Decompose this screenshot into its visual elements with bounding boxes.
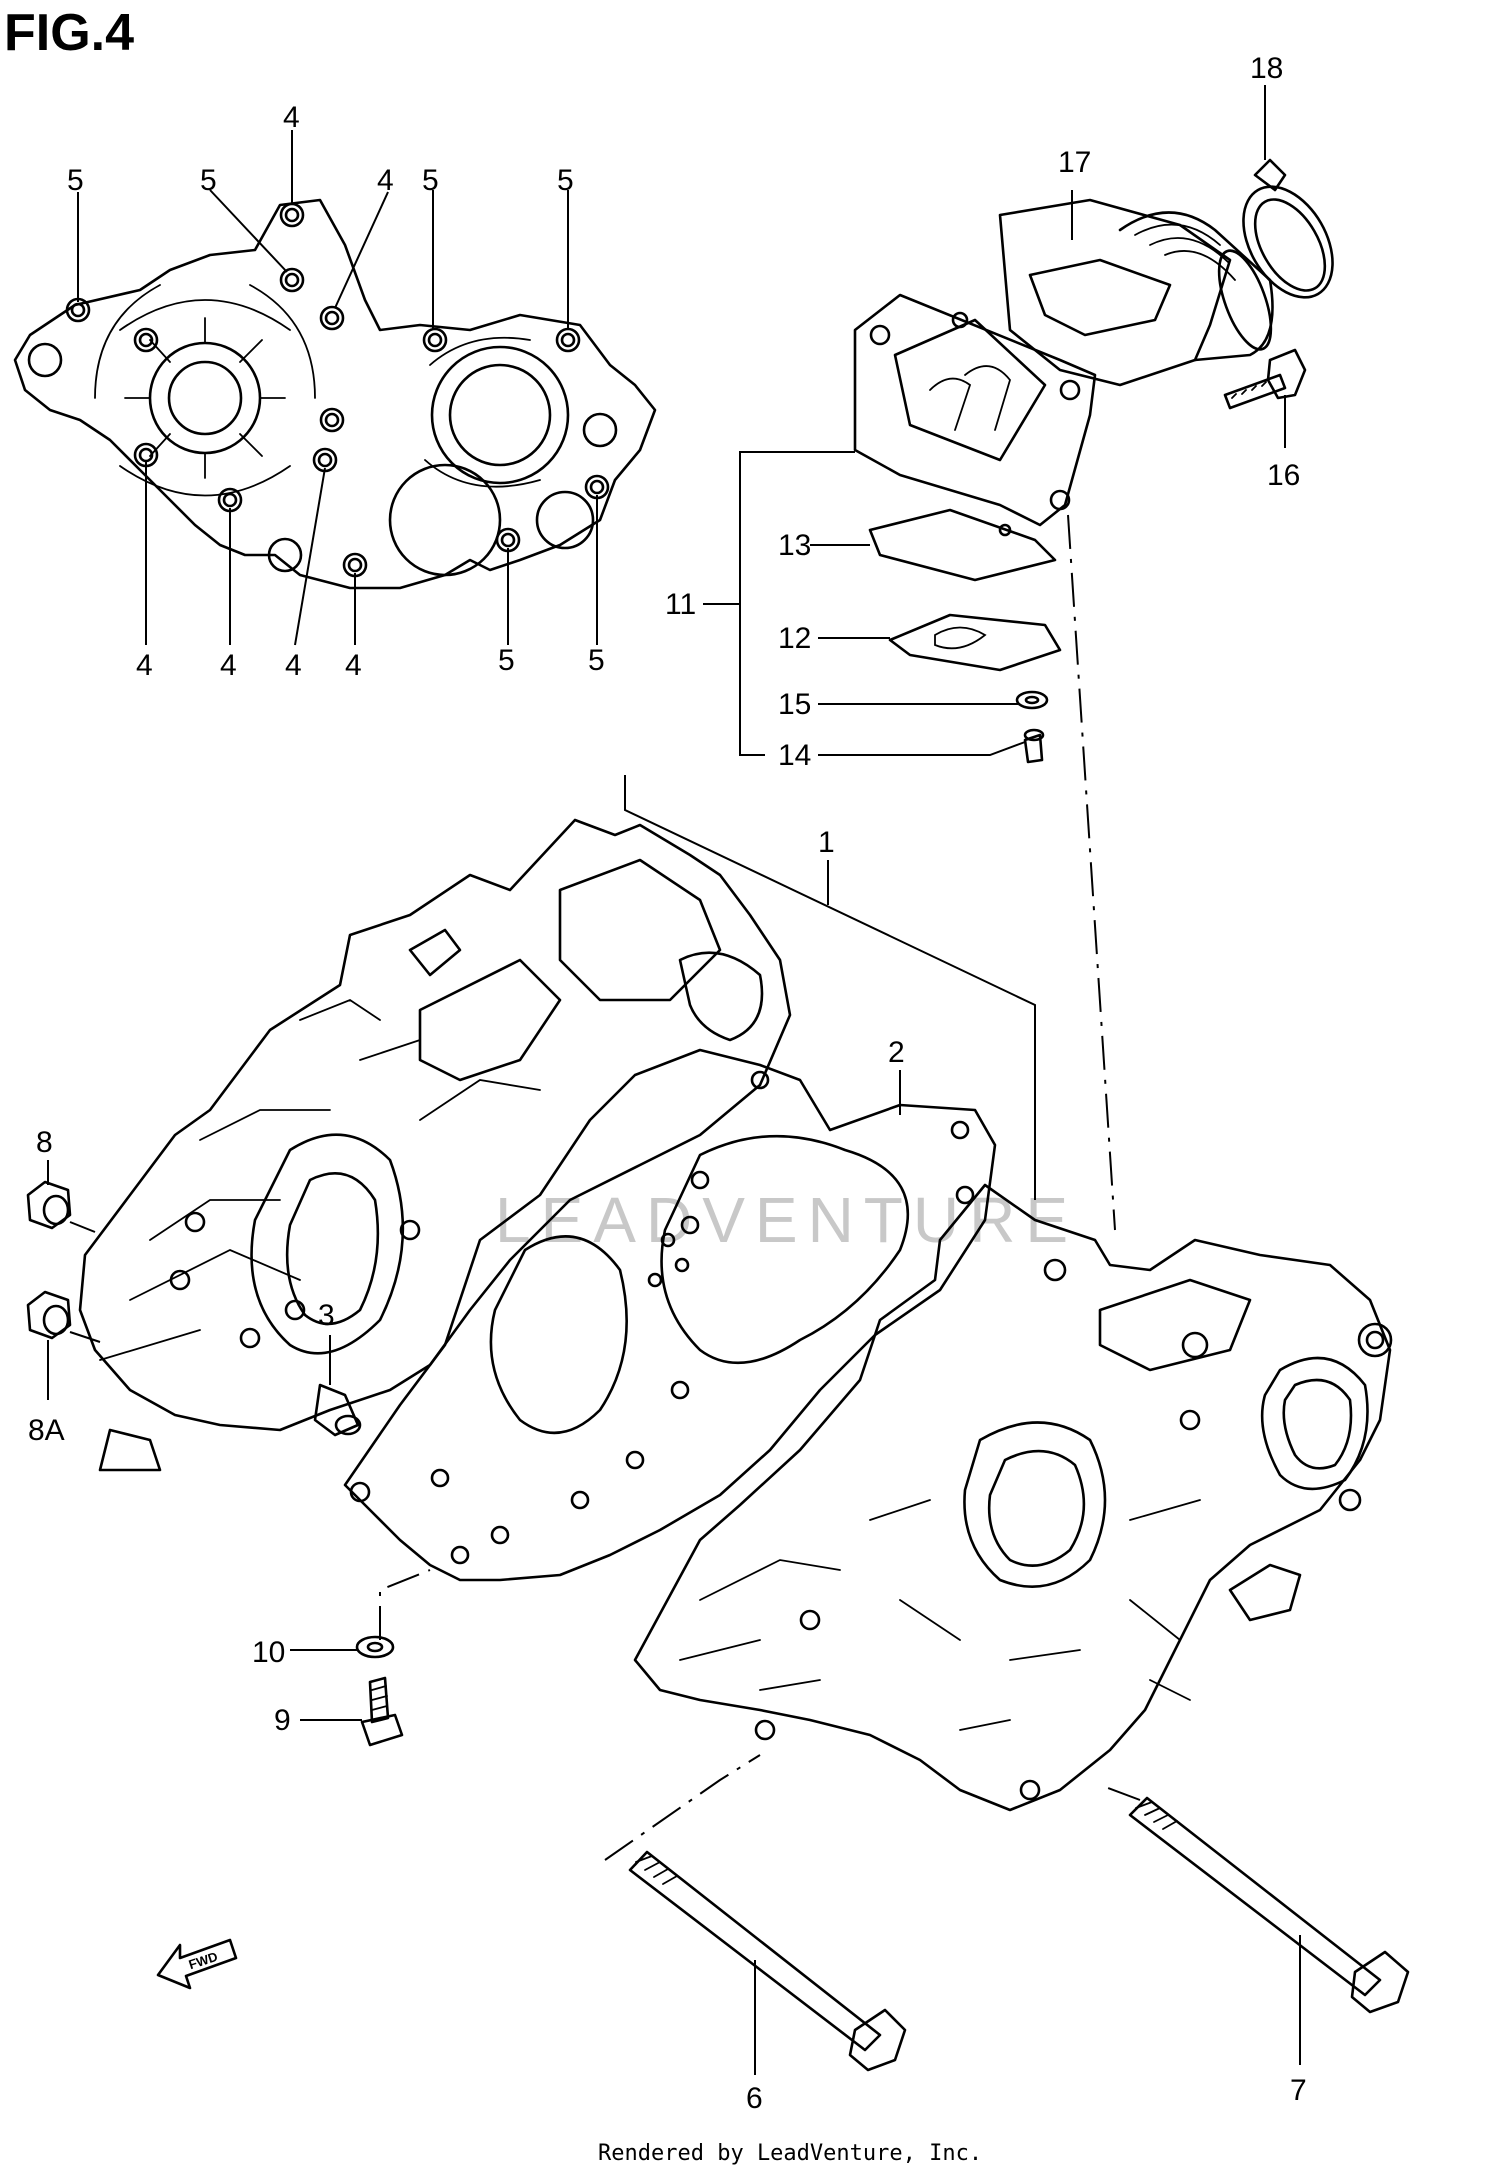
callout-15: 15 <box>778 688 811 721</box>
cover-leader-lines <box>77 130 598 646</box>
crankcase-cover-gasket <box>13 198 657 590</box>
callout-5: 5 <box>200 164 217 197</box>
callout-1: 1 <box>818 826 835 859</box>
footer-credit: Rendered by LeadVenture, Inc. <box>598 2141 982 2166</box>
reed-washer <box>1015 690 1049 710</box>
callout-16: 16 <box>1267 459 1300 492</box>
intake-bolt <box>1223 348 1307 410</box>
callout-5: 5 <box>498 644 515 677</box>
crankcase-right-half <box>633 1183 1393 1812</box>
callout-5: 5 <box>422 164 439 197</box>
dowel-pin <box>313 1383 362 1437</box>
reed-plate <box>868 508 1057 582</box>
fwd-arrow-icon: FWD <box>156 1938 238 1990</box>
reed-valve-assembly <box>853 293 1097 527</box>
long-bolt-7 <box>1128 1796 1410 2014</box>
intake-clamp <box>1242 158 1334 299</box>
callout-10: 10 <box>252 1636 285 1669</box>
callout-17: 17 <box>1058 146 1091 179</box>
crankcase-gasket <box>343 1048 997 1582</box>
callout-4: 4 <box>283 101 300 134</box>
callout-4: 4 <box>220 649 237 682</box>
callout-7: 7 <box>1290 2074 1307 2107</box>
callout-8: 8 <box>36 1126 53 1159</box>
crankcase-group-bracket <box>624 775 1036 1200</box>
figure-title: FIG.4 <box>4 4 134 62</box>
callout-8a: 8A <box>28 1414 65 1447</box>
intake-pipe <box>998 198 1274 387</box>
long-bolt <box>628 1850 907 2072</box>
crankcase-nut-8a <box>26 1290 72 1340</box>
callout-5: 5 <box>557 164 574 197</box>
callout-11: 11 <box>665 588 696 621</box>
callout-4: 4 <box>377 164 394 197</box>
callout-4: 4 <box>285 649 302 682</box>
callout-14: 14 <box>778 739 811 772</box>
callout-4: 4 <box>136 649 153 682</box>
bolt-small <box>360 1676 404 1747</box>
callout-2: 2 <box>888 1036 905 1069</box>
reed-screw <box>1023 728 1045 764</box>
callout-6: 6 <box>746 2082 763 2115</box>
callout-5: 5 <box>588 644 605 677</box>
callout-9: 9 <box>274 1704 291 1737</box>
crankcase-left-half <box>78 818 792 1472</box>
callout-5: 5 <box>67 164 84 197</box>
reed-group-bracket <box>703 451 1116 1231</box>
callout-4: 4 <box>345 649 362 682</box>
callout-12: 12 <box>778 622 811 655</box>
washer <box>355 1635 395 1659</box>
callout-13: 13 <box>778 529 811 562</box>
reed-stopper <box>888 613 1062 672</box>
callout-18: 18 <box>1250 52 1283 85</box>
callout-3: 3 <box>318 1299 335 1332</box>
crankcase-nut <box>26 1180 72 1230</box>
